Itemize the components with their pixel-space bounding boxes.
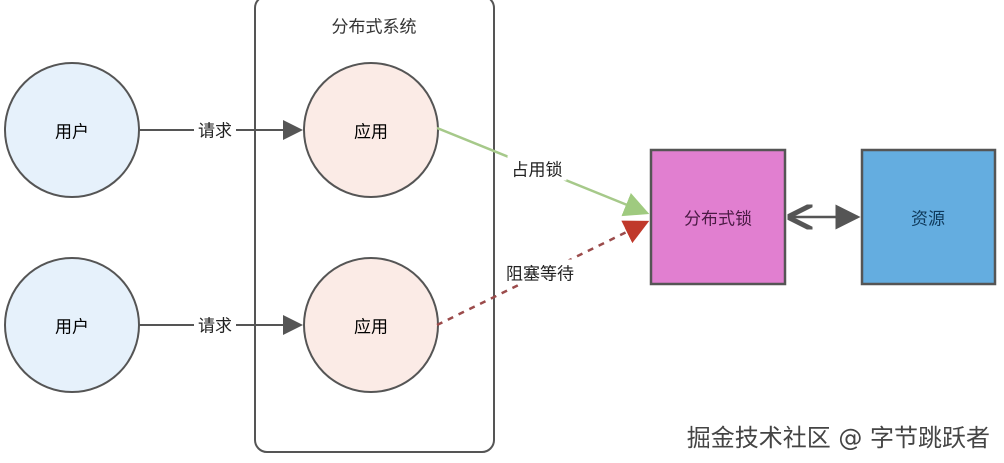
app-label-1: 应用 bbox=[354, 122, 388, 143]
app-label-2: 应用 bbox=[354, 317, 388, 338]
blocked-wait-label: 阻塞等待 bbox=[502, 259, 578, 285]
lock-label: 分布式锁 bbox=[684, 209, 752, 230]
watermark: 掘金技术社区 @ 字节跳跃者 bbox=[686, 424, 990, 452]
system-title: 分布式系统 bbox=[331, 17, 417, 38]
blocked-wait-edge bbox=[436, 220, 650, 327]
resource-label: 资源 bbox=[911, 209, 945, 230]
request-label-2: 请求 bbox=[194, 311, 236, 337]
user-label-2: 用户 bbox=[55, 317, 89, 338]
system-boundary bbox=[254, 0, 495, 453]
acquire-lock-label: 占用锁 bbox=[507, 155, 567, 181]
user-label-1: 用户 bbox=[55, 122, 89, 143]
resource-node bbox=[860, 148, 997, 286]
app-node-1 bbox=[303, 62, 439, 198]
request-label-1: 请求 bbox=[194, 116, 236, 142]
lock-node bbox=[649, 148, 787, 286]
